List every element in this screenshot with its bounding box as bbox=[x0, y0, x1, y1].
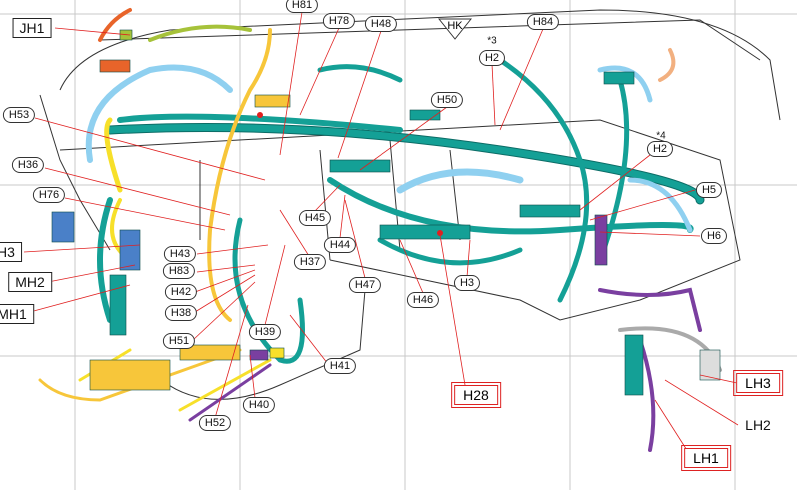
label-hk-text: HK bbox=[447, 20, 463, 32]
label-h2-top: H2 bbox=[478, 50, 506, 66]
label-h83: H83 bbox=[162, 263, 196, 279]
label-h5: H5 bbox=[695, 182, 723, 198]
label-h76: H76 bbox=[32, 187, 66, 203]
label-lh2: LH2 bbox=[739, 416, 777, 434]
label-h43: H43 bbox=[163, 246, 197, 262]
label-h51: H51 bbox=[162, 333, 196, 349]
label-lh3: LH3 bbox=[733, 370, 783, 396]
label-h50: H50 bbox=[430, 92, 464, 108]
leader-lines bbox=[23, 11, 739, 456]
label-h2-right: H2 bbox=[646, 141, 674, 157]
label-h37: H37 bbox=[293, 254, 327, 270]
label-h39: H39 bbox=[248, 324, 282, 340]
label-jh1: JH1 bbox=[12, 18, 52, 38]
label-lh1: LH1 bbox=[681, 445, 731, 471]
label-h44: H44 bbox=[323, 237, 357, 253]
label-h6: H6 bbox=[700, 228, 728, 244]
label-h45: H45 bbox=[298, 210, 332, 226]
label-h48: H48 bbox=[364, 16, 398, 32]
connectors bbox=[51, 29, 721, 396]
label-h36: H36 bbox=[11, 157, 45, 173]
label-h42: H42 bbox=[164, 284, 198, 300]
note-4: *4 bbox=[656, 130, 666, 142]
label-h52: H52 bbox=[198, 415, 232, 431]
label-mh2: MH2 bbox=[8, 272, 52, 292]
label-h81: H81 bbox=[285, 0, 319, 13]
label-hk: HK bbox=[438, 18, 472, 42]
label-h53: H53 bbox=[2, 107, 36, 123]
label-h28: H28 bbox=[451, 382, 501, 408]
label-h40: H40 bbox=[242, 397, 276, 413]
triangle-icon bbox=[438, 18, 472, 40]
label-h46: H46 bbox=[406, 292, 440, 308]
note-3: *3 bbox=[487, 35, 497, 47]
label-h78: H78 bbox=[322, 13, 356, 29]
label-h41: H41 bbox=[323, 358, 357, 374]
label-h3-center: H3 bbox=[453, 275, 481, 291]
label-h84: H84 bbox=[526, 14, 560, 30]
label-h3-left: H3 bbox=[0, 242, 22, 262]
label-mh1: MH1 bbox=[0, 304, 34, 324]
label-h38: H38 bbox=[164, 305, 198, 321]
label-h47: H47 bbox=[348, 277, 382, 293]
